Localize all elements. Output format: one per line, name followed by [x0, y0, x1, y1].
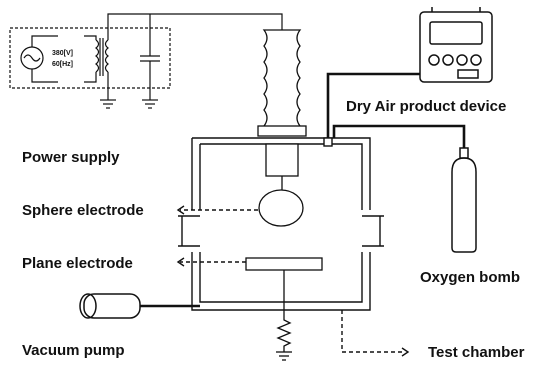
secondary-wires	[107, 13, 150, 100]
sphere-electrode-label: Sphere electrode	[22, 202, 144, 219]
ground-icon	[276, 351, 292, 361]
oxygen-bomb-label: Oxygen bomb	[420, 269, 520, 286]
ground-icon	[100, 99, 116, 109]
source-wires	[31, 35, 58, 83]
high-voltage-lead	[150, 13, 283, 30]
power-supply-label: Power supply	[22, 149, 120, 166]
source-frequency-label: 60[Hz]	[52, 61, 73, 68]
resistor-icon	[276, 310, 292, 352]
plane-electrode-label: Plane electrode	[22, 255, 133, 272]
ac-source-icon	[20, 46, 44, 70]
vacuum-pump-icon	[79, 293, 141, 319]
vacuum-pump-label: Vacuum pump	[22, 342, 125, 359]
dry-air-device-icon	[419, 7, 493, 83]
sphere-electrode-arrowhead	[176, 205, 185, 215]
power-supply-dashed-box	[9, 27, 171, 89]
capacitor-icon	[140, 14, 160, 100]
dry-air-gas-line	[326, 72, 420, 138]
bushing-icon	[257, 29, 307, 137]
oxygen-cylinder-icon	[451, 147, 477, 253]
test-chamber-arrow	[341, 310, 404, 353]
plane-electrode	[245, 257, 323, 310]
test-chamber-label: Test chamber	[428, 344, 525, 361]
ground-icon	[142, 99, 158, 109]
dry-air-device-label: Dry Air product device	[346, 98, 506, 115]
source-voltage-label: 380[V]	[52, 50, 73, 57]
transformer-icon	[84, 35, 109, 83]
power-supply-circuit	[9, 13, 283, 109]
test-chamber-arrowhead	[401, 347, 410, 357]
plane-electrode-arrowhead	[176, 257, 185, 267]
oxygen-gas-line	[332, 124, 466, 148]
sphere-electrode	[258, 143, 304, 227]
test-chamber	[178, 137, 384, 311]
